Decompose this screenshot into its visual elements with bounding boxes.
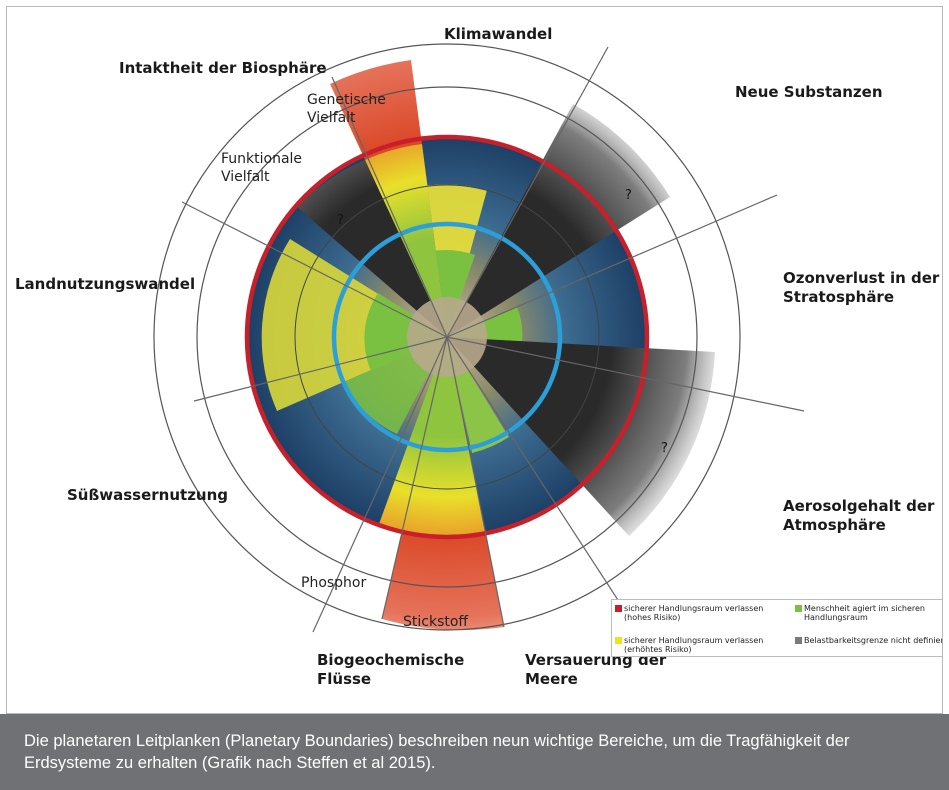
legend-text-undefined: Belastbarkeitsgrenze nicht definiert [804,636,943,645]
label-intaktheit-biosphaere: Intaktheit der Biosphäre [119,59,327,77]
sublabel-stickstoff: Stickstoff [403,614,469,630]
label-landnutzungswandel: Landnutzungswandel [15,275,196,293]
unknown-mark-funktionale-vielfalt: ? [337,213,344,228]
unknown-mark-neue-substanzen: ? [625,188,632,203]
caption-bar: Die planetaren Leitplanken (Planetary Bo… [0,714,949,790]
label-suesswassernutzung: Süßwassernutzung [67,486,229,504]
ring-outer [153,43,741,631]
legend-swatch-increasing-risk [615,637,622,644]
label-aerosolgehalt: Aerosolgehalt der Atmosphäre [783,497,935,534]
label-ozonverlust: Ozonverlust in der Stratosphäre [783,269,940,306]
wedge-genetische-vielfalt-yellow [365,144,447,337]
label-neue-substanzen: Neue Substanzen [735,83,883,101]
sublabel-phosphor: Phosphor [301,575,367,591]
legend-swatch-undefined [795,637,802,644]
unknown-mark-aerosol: ? [661,441,668,456]
wedges [261,60,715,631]
ring-middle [196,86,698,588]
planetary-boundaries-diagram [153,43,805,658]
legend-item-increasing-risk: sicherer Handlungsraum verlassen (erhöht… [615,636,787,654]
ring-inner [294,184,600,490]
legend-text-safe: Menschheit agiert im sicheren Handlungsr… [804,604,925,622]
diagram-frame: Klimawandel Neue Substanzen Ozonverlust … [6,6,943,714]
caption-text: Die planetaren Leitplanken (Planetary Bo… [24,732,850,772]
legend-item-high-risk: sicherer Handlungsraum verlassen (hohes … [615,604,787,622]
wedge-landnutzung [261,239,447,411]
label-versauerung: Versauerung der Meere [525,651,667,688]
ring-high-risk-boundary [244,134,650,540]
legend-item-undefined: Belastbarkeitsgrenze nicht definiert [795,636,943,645]
legend: sicherer Handlungsraum verlassen (hohes … [611,599,943,657]
ring-safe-boundary [331,221,563,453]
wedge-landnutzung-safe [364,293,447,371]
label-biogeochemische-fluesse: Biogeochemische Flüsse [317,651,465,688]
legend-item-safe: Menschheit agiert im sicheren Handlungsr… [795,604,942,622]
legend-swatch-safe [795,605,802,612]
wedge-biogeochemisch-yellow [379,337,485,536]
wedge-klimawandel-safe [427,250,475,337]
sublabel-genetische-vielfalt: Genetische Vielfalt [307,92,386,126]
legend-swatch-high-risk [615,605,622,612]
wedge-funktionale-vielfalt [297,160,447,337]
sublabel-funktionale-vielfalt: Funktionale Vielfalt [221,151,303,185]
wedge-neue-substanzen [447,104,670,337]
legend-text-high-risk: sicherer Handlungsraum verlassen (hohes … [624,604,764,622]
legend-text-increasing-risk: sicherer Handlungsraum verlassen (erhöht… [624,636,764,654]
label-klimawandel: Klimawandel [444,25,553,43]
